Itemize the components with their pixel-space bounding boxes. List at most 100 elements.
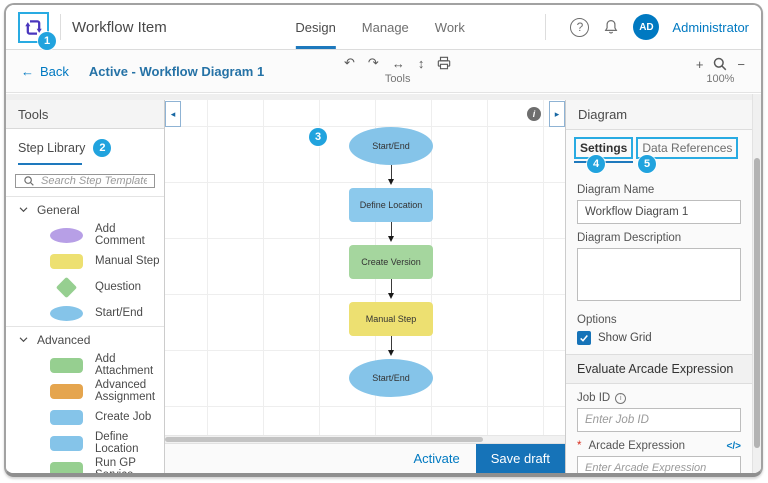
tab-step-library[interactable]: Step Library 2 — [6, 129, 164, 165]
workflow-logo[interactable]: 1 — [18, 11, 56, 50]
ellipse-shape-icon — [50, 227, 83, 243]
show-grid-checkbox[interactable] — [577, 331, 591, 345]
section-general[interactable]: General — [6, 196, 164, 222]
step-template-define-location[interactable]: Define Location — [6, 430, 164, 456]
callout-2: 2 — [93, 139, 112, 157]
callout-1-number: 1 — [43, 34, 51, 47]
redo-icon[interactable]: ↷ — [367, 55, 379, 70]
help-icon[interactable]: ? — [570, 17, 590, 37]
tools-label: Tools — [384, 73, 411, 85]
scrollbar-thumb[interactable] — [754, 158, 760, 448]
app-header: 1 Workflow Item Design Manage Work ? AD … — [6, 5, 761, 50]
node-create-version[interactable]: Create Version — [349, 245, 433, 279]
tab-data-references[interactable]: Data References — [636, 137, 739, 159]
arcade-section-header: Evaluate Arcade Expression — [566, 354, 752, 384]
step-template-add-attachment[interactable]: Add Attachment — [6, 352, 164, 378]
tools-group: ↶ ↷ ↔ ↕ Tools — [344, 55, 451, 85]
rect-shape-icon — [50, 383, 83, 399]
step-label: Create Job — [95, 411, 152, 423]
tab-manage[interactable]: Manage — [361, 19, 409, 35]
node-define-location[interactable]: Define Location — [349, 188, 433, 222]
diagram-canvas-column: ◂ i ▸ 3 Start/End Define Location Create… — [165, 100, 566, 473]
callout-2-number: 2 — [99, 142, 106, 154]
magnifier-icon[interactable] — [712, 56, 728, 72]
step-template-run-gp-service[interactable]: Run GP Service — [6, 456, 164, 473]
options-label: Options — [577, 314, 617, 326]
step-search-box — [15, 174, 155, 188]
panel-body: Diagram Name Diagram Description Options — [566, 176, 752, 473]
info-icon[interactable]: i — [527, 107, 541, 121]
back-button[interactable]: ← Back — [21, 64, 69, 79]
step-template-advanced-assignment[interactable]: Advanced Assignment — [6, 378, 164, 404]
chevron-down-icon — [19, 337, 28, 343]
connector-arrow — [387, 336, 396, 359]
rect-shape-icon — [50, 461, 83, 473]
search-icon — [24, 176, 34, 186]
user-name[interactable]: Administrator — [672, 19, 749, 35]
code-editor-icon[interactable]: </> — [726, 440, 741, 452]
header-divider — [60, 14, 61, 40]
diagram-description-label: Diagram Description — [577, 232, 682, 244]
step-template-question[interactable]: Question — [6, 274, 164, 300]
header-right-divider — [545, 14, 547, 40]
job-id-input[interactable] — [577, 408, 741, 432]
step-label: Start/End — [95, 307, 143, 319]
step-template-manual-step[interactable]: Manual Step — [6, 248, 164, 274]
page-title: Workflow Item — [72, 18, 167, 36]
content-area: Tools Step Library 2 General — [6, 94, 761, 473]
collapse-left-panel-button[interactable]: ◂ — [165, 101, 181, 127]
diamond-shape-icon — [55, 276, 78, 298]
zoom-controls: + − 100% — [695, 56, 745, 86]
zoom-in-icon[interactable]: + — [695, 56, 704, 72]
app-window: 1 Workflow Item Design Manage Work ? AD … — [4, 3, 763, 477]
step-label: Manual Step — [95, 255, 160, 267]
node-manual-step[interactable]: Manual Step — [349, 302, 433, 336]
activate-button[interactable]: Activate — [413, 451, 460, 466]
undo-icon[interactable]: ↶ — [344, 55, 355, 70]
save-draft-button[interactable]: Save draft — [475, 443, 565, 473]
header-tabs: Design Manage Work — [295, 5, 465, 49]
scrollbar-thumb[interactable] — [165, 437, 483, 442]
collapse-right-panel-button[interactable]: ▸ — [549, 101, 565, 127]
step-template-add-comment[interactable]: Add Comment — [6, 222, 164, 248]
show-grid-label: Show Grid — [598, 332, 652, 344]
print-icon[interactable] — [437, 56, 451, 70]
canvas-horizontal-scrollbar[interactable] — [165, 435, 565, 443]
step-label: Add Attachment — [95, 353, 154, 377]
diagram-description-input[interactable] — [577, 248, 741, 301]
callout-3-number: 3 — [314, 131, 322, 143]
collapse-left-icon: ◂ — [170, 108, 176, 119]
section-advanced[interactable]: Advanced — [6, 326, 164, 352]
fit-vertical-icon[interactable]: ↕ — [417, 55, 425, 71]
arcade-expression-input[interactable] — [577, 456, 741, 473]
sidebar-title: Tools — [6, 100, 164, 129]
connector-arrow — [387, 279, 396, 302]
node-start-end-top[interactable]: Start/End — [349, 127, 433, 165]
tab-settings[interactable]: Settings — [574, 137, 634, 163]
diagram-settings-panel: Diagram Settings Data References 4 5 Dia… — [566, 100, 761, 473]
diagram-toolbar: ← Back Active - Workflow Diagram 1 ↶ ↷ ↔… — [6, 50, 761, 93]
back-label: Back — [40, 63, 69, 79]
step-label: Run GP Service — [95, 457, 136, 473]
tab-design[interactable]: Design — [295, 5, 336, 49]
fit-horizontal-icon[interactable]: ↔ — [391, 55, 405, 71]
zoom-level: 100% — [706, 73, 735, 85]
diagram-canvas[interactable]: ◂ i ▸ 3 Start/End Define Location Create… — [165, 100, 565, 435]
search-input[interactable] — [41, 175, 147, 187]
step-label: Advanced Assignment — [95, 379, 156, 403]
rect-shape-icon — [50, 253, 83, 269]
tools-sidebar: Tools Step Library 2 General — [6, 100, 165, 473]
job-id-info-icon[interactable]: i — [615, 392, 627, 404]
job-id-label: Job ID — [577, 392, 611, 404]
step-template-start-end[interactable]: Start/End — [6, 300, 164, 326]
diagram-name-input[interactable] — [577, 200, 741, 224]
notifications-bell-icon[interactable] — [602, 18, 620, 36]
tab-work[interactable]: Work — [434, 19, 465, 35]
panel-vertical-scrollbar[interactable] — [752, 94, 761, 473]
zoom-out-icon[interactable]: − — [737, 56, 745, 72]
avatar[interactable]: AD — [633, 14, 660, 40]
node-start-end-bottom[interactable]: Start/End — [349, 359, 433, 397]
step-template-create-job[interactable]: Create Job — [6, 404, 164, 430]
canvas-footer: Activate Save draft — [165, 443, 565, 473]
connector-arrow — [387, 165, 396, 188]
